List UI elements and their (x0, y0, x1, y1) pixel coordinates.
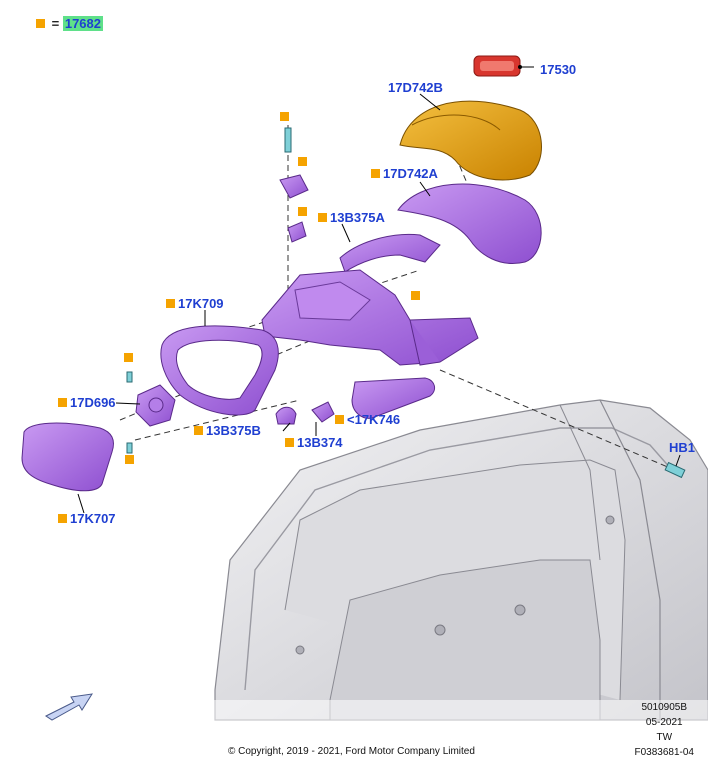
bracket-13b375a-part (339, 233, 441, 273)
callout-text: 13B374 (297, 435, 343, 450)
marker-square-icon (124, 353, 133, 362)
marker-square-icon (166, 299, 175, 308)
legend-part-number: 17682 (62, 16, 103, 31)
meta-ref: 5010905B (641, 702, 688, 713)
marker-square-icon (298, 207, 307, 216)
meta-region: TW (656, 732, 673, 743)
callout-text: 17D696 (70, 395, 116, 410)
callout-17k709: 17K709 (166, 297, 224, 311)
drawing-meta: 5010905B 05-2021 TW F0383681-04 (635, 700, 695, 760)
marker-square-icon (194, 426, 203, 435)
callout-text: <17K746 (347, 412, 401, 427)
mirror-glass-part (21, 422, 114, 492)
copyright-notice: © Copyright, 2019 - 2021, Ford Motor Com… (228, 746, 475, 757)
callout-17d696: 17D696 (58, 396, 116, 410)
callout-hb1: HB1 (669, 440, 696, 455)
marker-square-icon (58, 398, 67, 407)
marker-square-icon (298, 157, 307, 166)
legend: = 17682 (36, 16, 103, 31)
callout-13b375a: 13B375A (318, 211, 385, 225)
marker-square-icon (411, 291, 420, 300)
meta-date: 05-2021 (645, 717, 683, 728)
mirror-base-part (261, 269, 479, 366)
marker-square-icon (285, 438, 294, 447)
front-direction-arrow-icon (45, 693, 93, 721)
side-lamp-part (351, 377, 436, 419)
callout-text: 13B375B (206, 423, 261, 438)
callout-text: 17K707 (70, 511, 116, 526)
callout-13b375b: 13B375B (194, 424, 261, 438)
marker-square-icon (335, 415, 344, 424)
callout-text: 17D742A (383, 166, 438, 181)
marker-square-icon (280, 112, 289, 121)
marker-square-icon (371, 169, 380, 178)
small-parts (126, 371, 686, 479)
marker-square-icon (318, 213, 327, 222)
callout-17k707: 17K707 (58, 512, 116, 526)
fasteners-top (279, 127, 309, 243)
callout-17530: 17530 (540, 62, 577, 77)
mirror-cap-insert-part (473, 55, 534, 77)
callout-17k746: <17K746 (335, 413, 400, 427)
legend-equals: = (51, 16, 60, 31)
marker-square-icon (36, 19, 45, 28)
mirror-motor-part (135, 384, 176, 427)
mirror-cover-upper-part (399, 100, 542, 181)
callout-17d742a: 17D742A (371, 167, 438, 181)
callout-text: 17K709 (178, 296, 224, 311)
leader-lines (77, 93, 681, 514)
callout-17d742b: 17D742B (388, 80, 443, 95)
mirror-cover-lower-part (397, 183, 542, 264)
door-frame (0, 399, 708, 769)
callout-text: 13B375A (330, 210, 385, 225)
meta-figure: F0383681-04 (634, 747, 695, 758)
mirror-housing-frame-part (160, 325, 279, 416)
callout-13b374: 13B374 (285, 436, 343, 450)
marker-square-icon (58, 514, 67, 523)
marker-square-icon (125, 455, 134, 464)
